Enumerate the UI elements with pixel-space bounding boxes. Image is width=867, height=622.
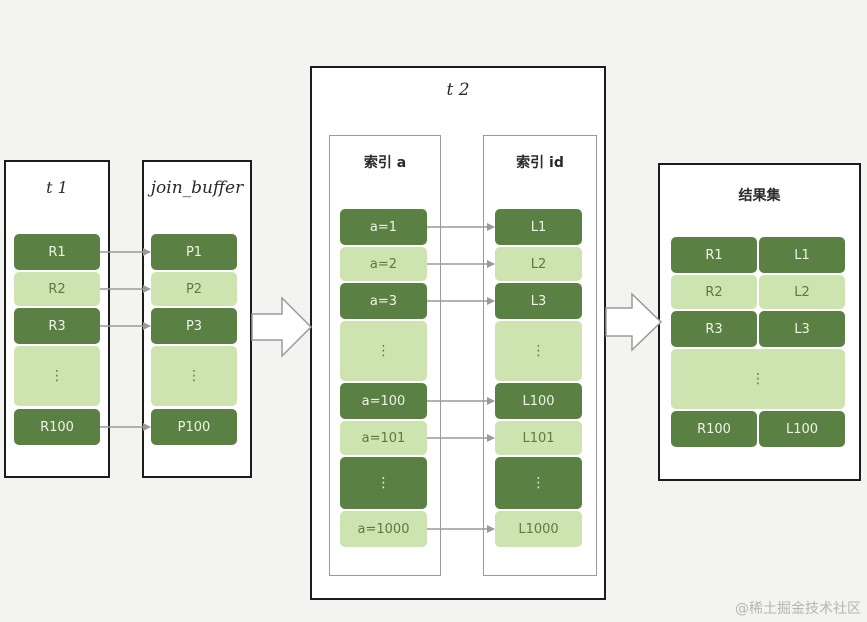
index-a-title: 索引 a	[363, 155, 407, 171]
join-buffer-title: join_buffer	[150, 178, 244, 198]
result-right-row: L100	[759, 411, 845, 447]
index-a-row: a=1	[340, 209, 427, 245]
index-a-row: a=100	[340, 383, 427, 419]
index-id-row-dots: ⋮	[495, 321, 582, 381]
index-a-row: a=3	[340, 283, 427, 319]
result-right-row: L1	[759, 237, 845, 273]
index-id-row: L100	[495, 383, 582, 419]
join-buffer-row-dots: ⋮	[151, 346, 237, 406]
index-a-row-dots: ⋮	[340, 321, 427, 381]
index-a-row: a=1000	[340, 511, 427, 547]
t2-title: t 2	[446, 80, 470, 100]
big-arrow-t2-to-result	[605, 292, 663, 352]
result-left-row: R100	[671, 411, 757, 447]
result-left-row: R3	[671, 311, 757, 347]
result-right-row: L2	[759, 275, 845, 309]
join-buffer-row: P1	[151, 234, 237, 270]
join-buffer-row: P100	[151, 409, 237, 445]
result-row-dots: ⋮	[671, 349, 845, 409]
index-id-row: L1000	[495, 511, 582, 547]
result-left-row: R2	[671, 275, 757, 309]
index-id-row: L2	[495, 247, 582, 281]
index-a-row: a=2	[340, 247, 427, 281]
index-id-row: L1	[495, 209, 582, 245]
watermark: @稀土掘金技术社区	[735, 601, 861, 617]
t1-row: R100	[14, 409, 100, 445]
t1-row-dots: ⋮	[14, 346, 100, 406]
join-buffer-row: P2	[151, 272, 237, 306]
t1-title: t 1	[46, 178, 68, 197]
result-right-row: L3	[759, 311, 845, 347]
t1-row: R1	[14, 234, 100, 270]
index-id-row: L3	[495, 283, 582, 319]
index-id-title: 索引 id	[516, 155, 564, 171]
t1-row: R2	[14, 272, 100, 306]
result-left-row: R1	[671, 237, 757, 273]
index-a-row-dots: ⋮	[340, 457, 427, 509]
join-buffer-row: P3	[151, 308, 237, 344]
t1-row: R3	[14, 308, 100, 344]
index-a-row: a=101	[340, 421, 427, 455]
big-arrow-buffer-to-t2	[251, 296, 313, 358]
index-id-row: L101	[495, 421, 582, 455]
index-id-row-dots: ⋮	[495, 457, 582, 509]
result-title: 结果集	[738, 188, 781, 204]
